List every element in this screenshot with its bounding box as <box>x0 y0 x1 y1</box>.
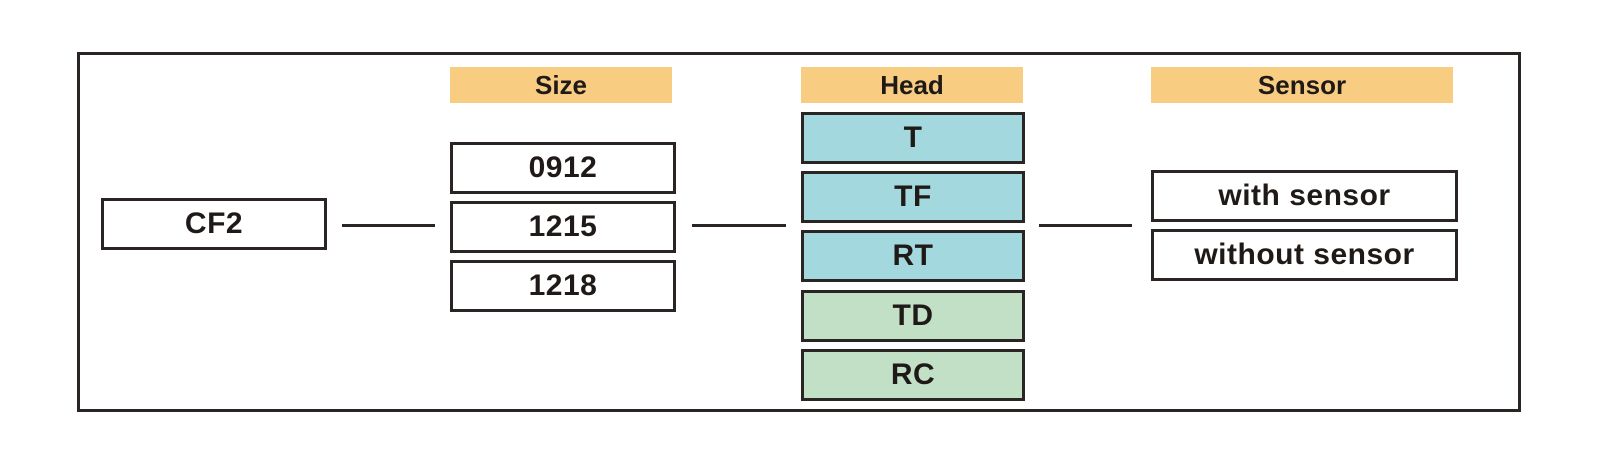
sensor-header: Sensor <box>1151 67 1453 103</box>
size-option-0912: 0912 <box>450 142 676 194</box>
head-option-td: TD <box>801 290 1025 342</box>
diagram-frame <box>77 52 1521 412</box>
head-option-t: T <box>801 112 1025 164</box>
size-option-1218: 1218 <box>450 260 676 312</box>
size-header: Size <box>450 67 672 103</box>
size-option-1215: 1215 <box>450 201 676 253</box>
head-option-tf: TF <box>801 171 1025 223</box>
base-model-box: CF2 <box>101 198 327 250</box>
sensor-option-without-sensor: without sensor <box>1151 229 1458 281</box>
head-option-rc: RC <box>801 349 1025 401</box>
connector-base-size <box>342 224 435 227</box>
sensor-option-with-sensor: with sensor <box>1151 170 1458 222</box>
connector-head-sensor <box>1039 224 1132 227</box>
head-option-rt: RT <box>801 230 1025 282</box>
head-header: Head <box>801 67 1023 103</box>
connector-size-head <box>692 224 786 227</box>
